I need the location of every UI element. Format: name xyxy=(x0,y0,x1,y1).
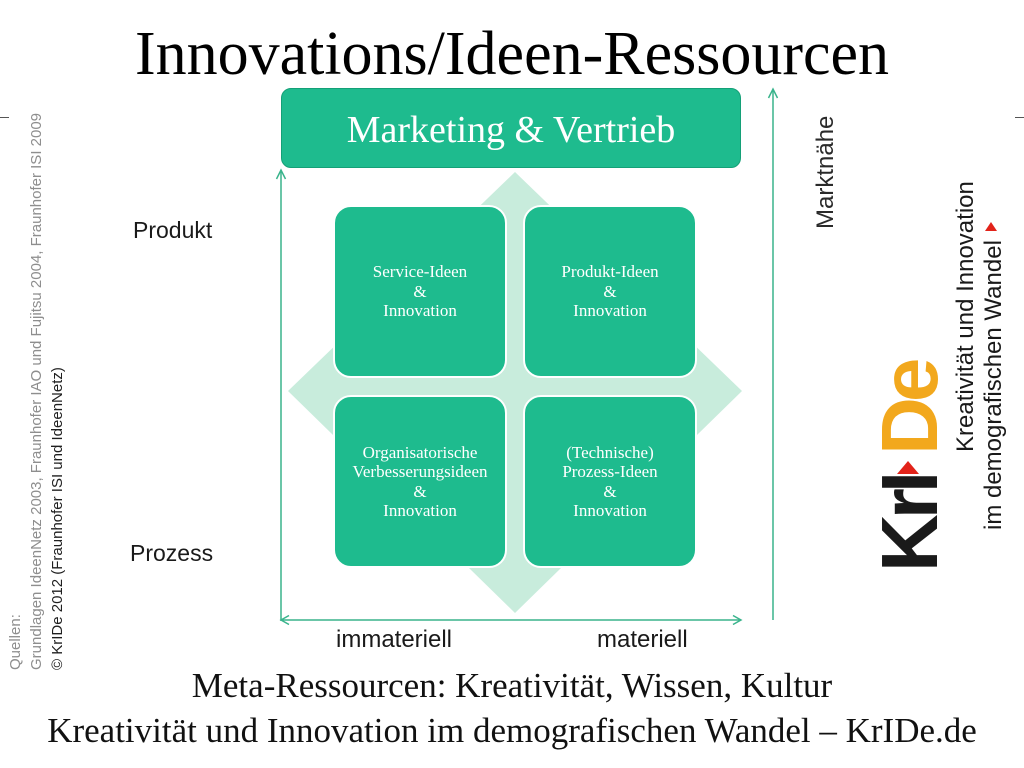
marketing-sales-label: Marketing & Vertrieb xyxy=(346,109,676,151)
market-proximity-label: Marktnähe xyxy=(812,115,839,229)
quadrant-line: (Technische) xyxy=(566,442,654,462)
x-axis-left-arrowhead xyxy=(279,614,290,626)
market-proximity-axis-arrowhead xyxy=(767,87,779,99)
quadrant-line: & xyxy=(603,281,617,301)
column-label-material: materiell xyxy=(597,626,688,653)
logo-tagline-line-2: im demografischen Wandel xyxy=(980,222,1007,530)
red-arrow-icon xyxy=(897,460,919,474)
quadrant-line: & xyxy=(413,481,427,501)
y-axis-arrowhead xyxy=(275,168,287,180)
logo-letters-kr: Kr xyxy=(865,493,954,572)
quadrant-process-ideas: (Technische) Prozess-Ideen & Innovation xyxy=(523,395,697,568)
slide-edge-mark-right xyxy=(1015,117,1024,118)
quadrant-line: & xyxy=(413,281,427,301)
quadrant-line: Verbesserungsideen xyxy=(352,462,488,481)
column-label-immaterial: immateriell xyxy=(336,626,453,653)
x-axis-right-arrowhead xyxy=(732,614,743,626)
logo-tagline-line-1: Kreativität und Innovation xyxy=(952,181,979,452)
quadrant-line: Service-Ideen xyxy=(372,262,468,282)
slide-title: Innovations/Ideen-Ressourcen xyxy=(134,20,890,88)
footer-project-line: Kreativität und Innovation im demografis… xyxy=(47,711,977,750)
red-triangle-icon xyxy=(985,222,997,232)
quadrant-organisational-ideas: Organisatorische Verbesserungsideen & In… xyxy=(333,395,507,568)
quadrant-line: Produkt-Ideen xyxy=(561,262,659,282)
quadrant-line: Innovation xyxy=(383,501,457,520)
quadrant-line: Organisatorische xyxy=(362,442,478,462)
sources-references: Grundlagen IdeenNetz 2003, Fraunhofer IA… xyxy=(28,112,45,670)
slide-edge-mark-left xyxy=(0,117,9,118)
logo-letter-i: I xyxy=(865,475,954,494)
logo-letters-de: De xyxy=(865,362,954,455)
quadrant-line: Innovation xyxy=(573,301,647,321)
quadrant-product-ideas: Produkt-Ideen & Innovation xyxy=(523,205,697,378)
quadrant-line: Innovation xyxy=(573,501,647,520)
row-label-product: Produkt xyxy=(133,217,213,243)
quadrant-line: Prozess-Ideen xyxy=(562,462,658,481)
sources-copyright: © KrIDe 2012 (Fraunhofer ISI und IdeenNe… xyxy=(49,367,66,670)
row-label-process: Prozess xyxy=(130,540,214,566)
quadrant-line: Innovation xyxy=(383,301,457,321)
sources-heading: Quellen: xyxy=(7,614,24,670)
sources-block: Quellen: Grundlagen IdeenNetz 2003, Frau… xyxy=(5,70,68,670)
quadrant-line: & xyxy=(603,481,617,501)
kride-logo-wordmark: KrI De xyxy=(865,363,954,572)
logo-tagline-line-2-text: im demografischen Wandel xyxy=(980,240,1007,530)
quadrant-service-ideas: Service-Ideen & Innovation xyxy=(333,205,507,378)
footer-meta-resources: Meta-Ressourcen: Kreativität, Wissen, Ku… xyxy=(191,666,833,705)
marketing-sales-box: Marketing & Vertrieb xyxy=(281,88,741,168)
